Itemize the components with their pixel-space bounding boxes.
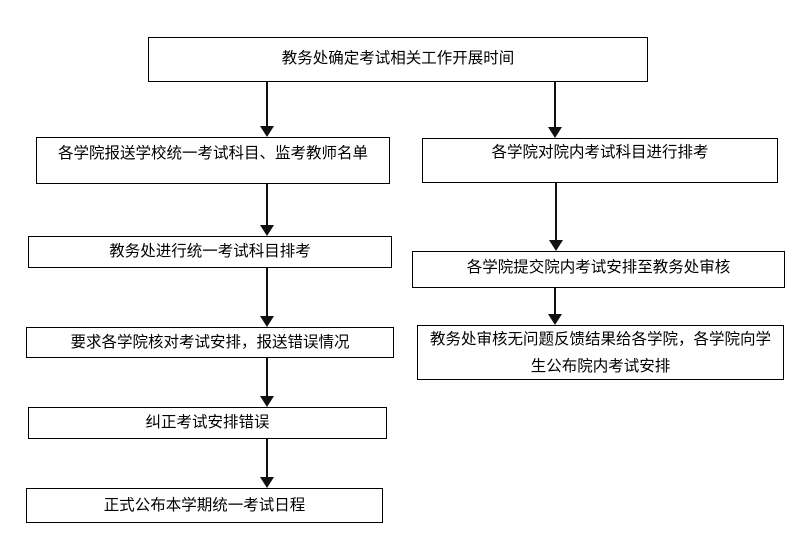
arrowhead-down-icon xyxy=(260,316,274,327)
arrow-line xyxy=(554,288,556,316)
arrow-line xyxy=(266,268,268,318)
arrowhead-down-icon xyxy=(549,240,563,251)
flow-arrow-start-to-internal-scheduling xyxy=(548,82,562,138)
arrowhead-down-icon xyxy=(260,225,274,236)
flow-arrow-submit-to-feedback xyxy=(548,288,562,325)
flow-arrow-report-to-schedule xyxy=(260,184,274,236)
arrowhead-down-icon xyxy=(548,127,562,138)
flow-node-determine-work-schedule: 教务处确定考试相关工作开展时间 xyxy=(148,37,648,82)
flow-node-report-unified-subjects-and-proctors: 各学院报送学校统一考试科目、监考教师名单 xyxy=(36,137,390,184)
flow-arrow-correct-to-publish xyxy=(260,439,274,488)
arrow-line xyxy=(555,183,557,242)
flow-node-correct-arrangement-errors: 纠正考试安排错误 xyxy=(28,407,387,439)
flow-node-schedule-unified-subjects: 教务处进行统一考试科目排考 xyxy=(28,236,392,268)
arrow-line xyxy=(266,82,268,128)
flow-node-review-feedback-and-publish-internal: 教务处审核无问题反馈结果给各学院，各学院向学生公布院内考试安排 xyxy=(417,325,784,380)
flow-node-submit-internal-arrangement-for-review: 各学院提交院内考试安排至教务处审核 xyxy=(412,251,785,288)
arrowhead-down-icon xyxy=(548,314,562,325)
flow-node-verify-arrangement-report-errors: 要求各学院核对考试安排，报送错误情况 xyxy=(26,327,394,358)
arrowhead-down-icon xyxy=(260,126,274,137)
flow-node-college-internal-scheduling: 各学院对院内考试科目进行排考 xyxy=(422,138,778,183)
flow-arrow-internal-scheduling-to-submit xyxy=(549,183,563,251)
arrow-line xyxy=(266,439,268,479)
arrowhead-down-icon xyxy=(260,396,274,407)
arrow-line xyxy=(266,184,268,227)
arrow-line xyxy=(554,82,556,129)
arrowhead-down-icon xyxy=(260,477,274,488)
flow-arrow-verify-to-correct xyxy=(260,358,274,407)
arrow-line xyxy=(266,358,268,398)
flow-arrow-schedule-to-verify xyxy=(260,268,274,327)
flow-node-publish-unified-exam-schedule: 正式公布本学期统一考试日程 xyxy=(26,488,383,523)
flow-arrow-start-to-report-subjects xyxy=(260,82,274,137)
